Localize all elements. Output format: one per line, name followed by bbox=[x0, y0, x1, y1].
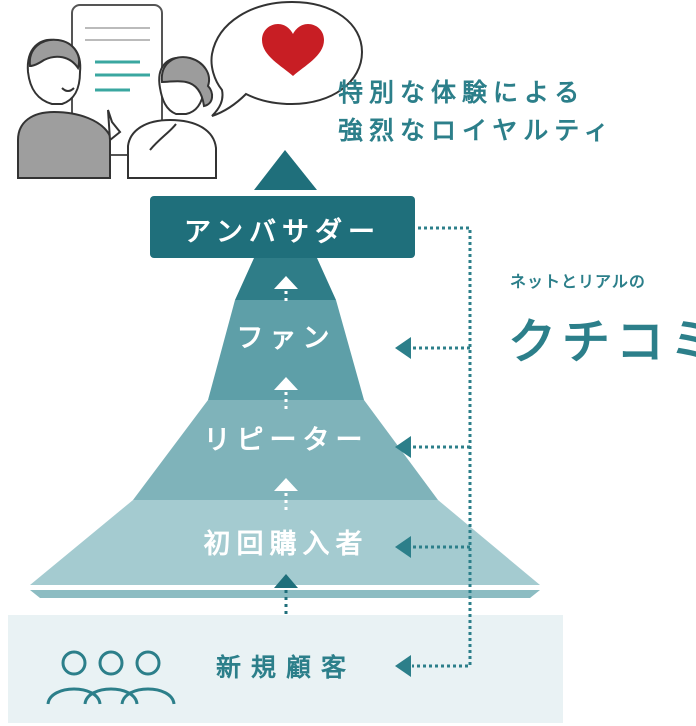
arrow-up-icon bbox=[274, 377, 298, 390]
tier-label-repeater: リピーター bbox=[203, 425, 369, 456]
heart-icon bbox=[262, 24, 324, 76]
tagline-line-2: 強烈なロイヤルティ bbox=[338, 116, 615, 145]
tier-label-new-customer: 新規顧客 bbox=[216, 653, 357, 682]
tier-first-buyer bbox=[30, 500, 540, 585]
arrow-left-icon bbox=[395, 436, 411, 458]
tier-label-fan: ファン bbox=[236, 323, 336, 354]
tier-repeater bbox=[133, 400, 438, 500]
arrow-up-icon bbox=[274, 574, 298, 588]
man-illustration bbox=[17, 38, 122, 179]
tagline-line-1: 特別な体験による bbox=[338, 78, 586, 107]
word-of-mouth-connector bbox=[412, 226, 472, 668]
people-group-icon bbox=[46, 650, 176, 705]
arrow-left-icon bbox=[395, 536, 411, 558]
arrow-left-icon bbox=[395, 655, 411, 677]
arrow-up-icon bbox=[274, 276, 298, 289]
left-arrows bbox=[395, 337, 411, 677]
pyramid-base-edge bbox=[30, 590, 540, 598]
word-of-mouth-subtitle: ネットとリアルの bbox=[510, 272, 646, 291]
ambassador-box bbox=[150, 196, 415, 258]
speech-bubble bbox=[210, 0, 364, 117]
arrow-up-icon bbox=[274, 478, 298, 491]
arrow-left-icon bbox=[395, 337, 411, 359]
pyramid-apex bbox=[254, 150, 317, 190]
word-of-mouth-title: クチコミ bbox=[508, 314, 696, 370]
loyalty-tagline: 特別な体験による 強烈なロイヤルティ bbox=[338, 74, 615, 150]
tier-label-ambassador: アンバサダー bbox=[184, 217, 381, 248]
woman-illustration bbox=[127, 56, 217, 179]
arrows-inside bbox=[274, 276, 298, 491]
tier-label-first-buyer: 初回購入者 bbox=[203, 529, 369, 560]
tier-fan bbox=[208, 300, 364, 400]
